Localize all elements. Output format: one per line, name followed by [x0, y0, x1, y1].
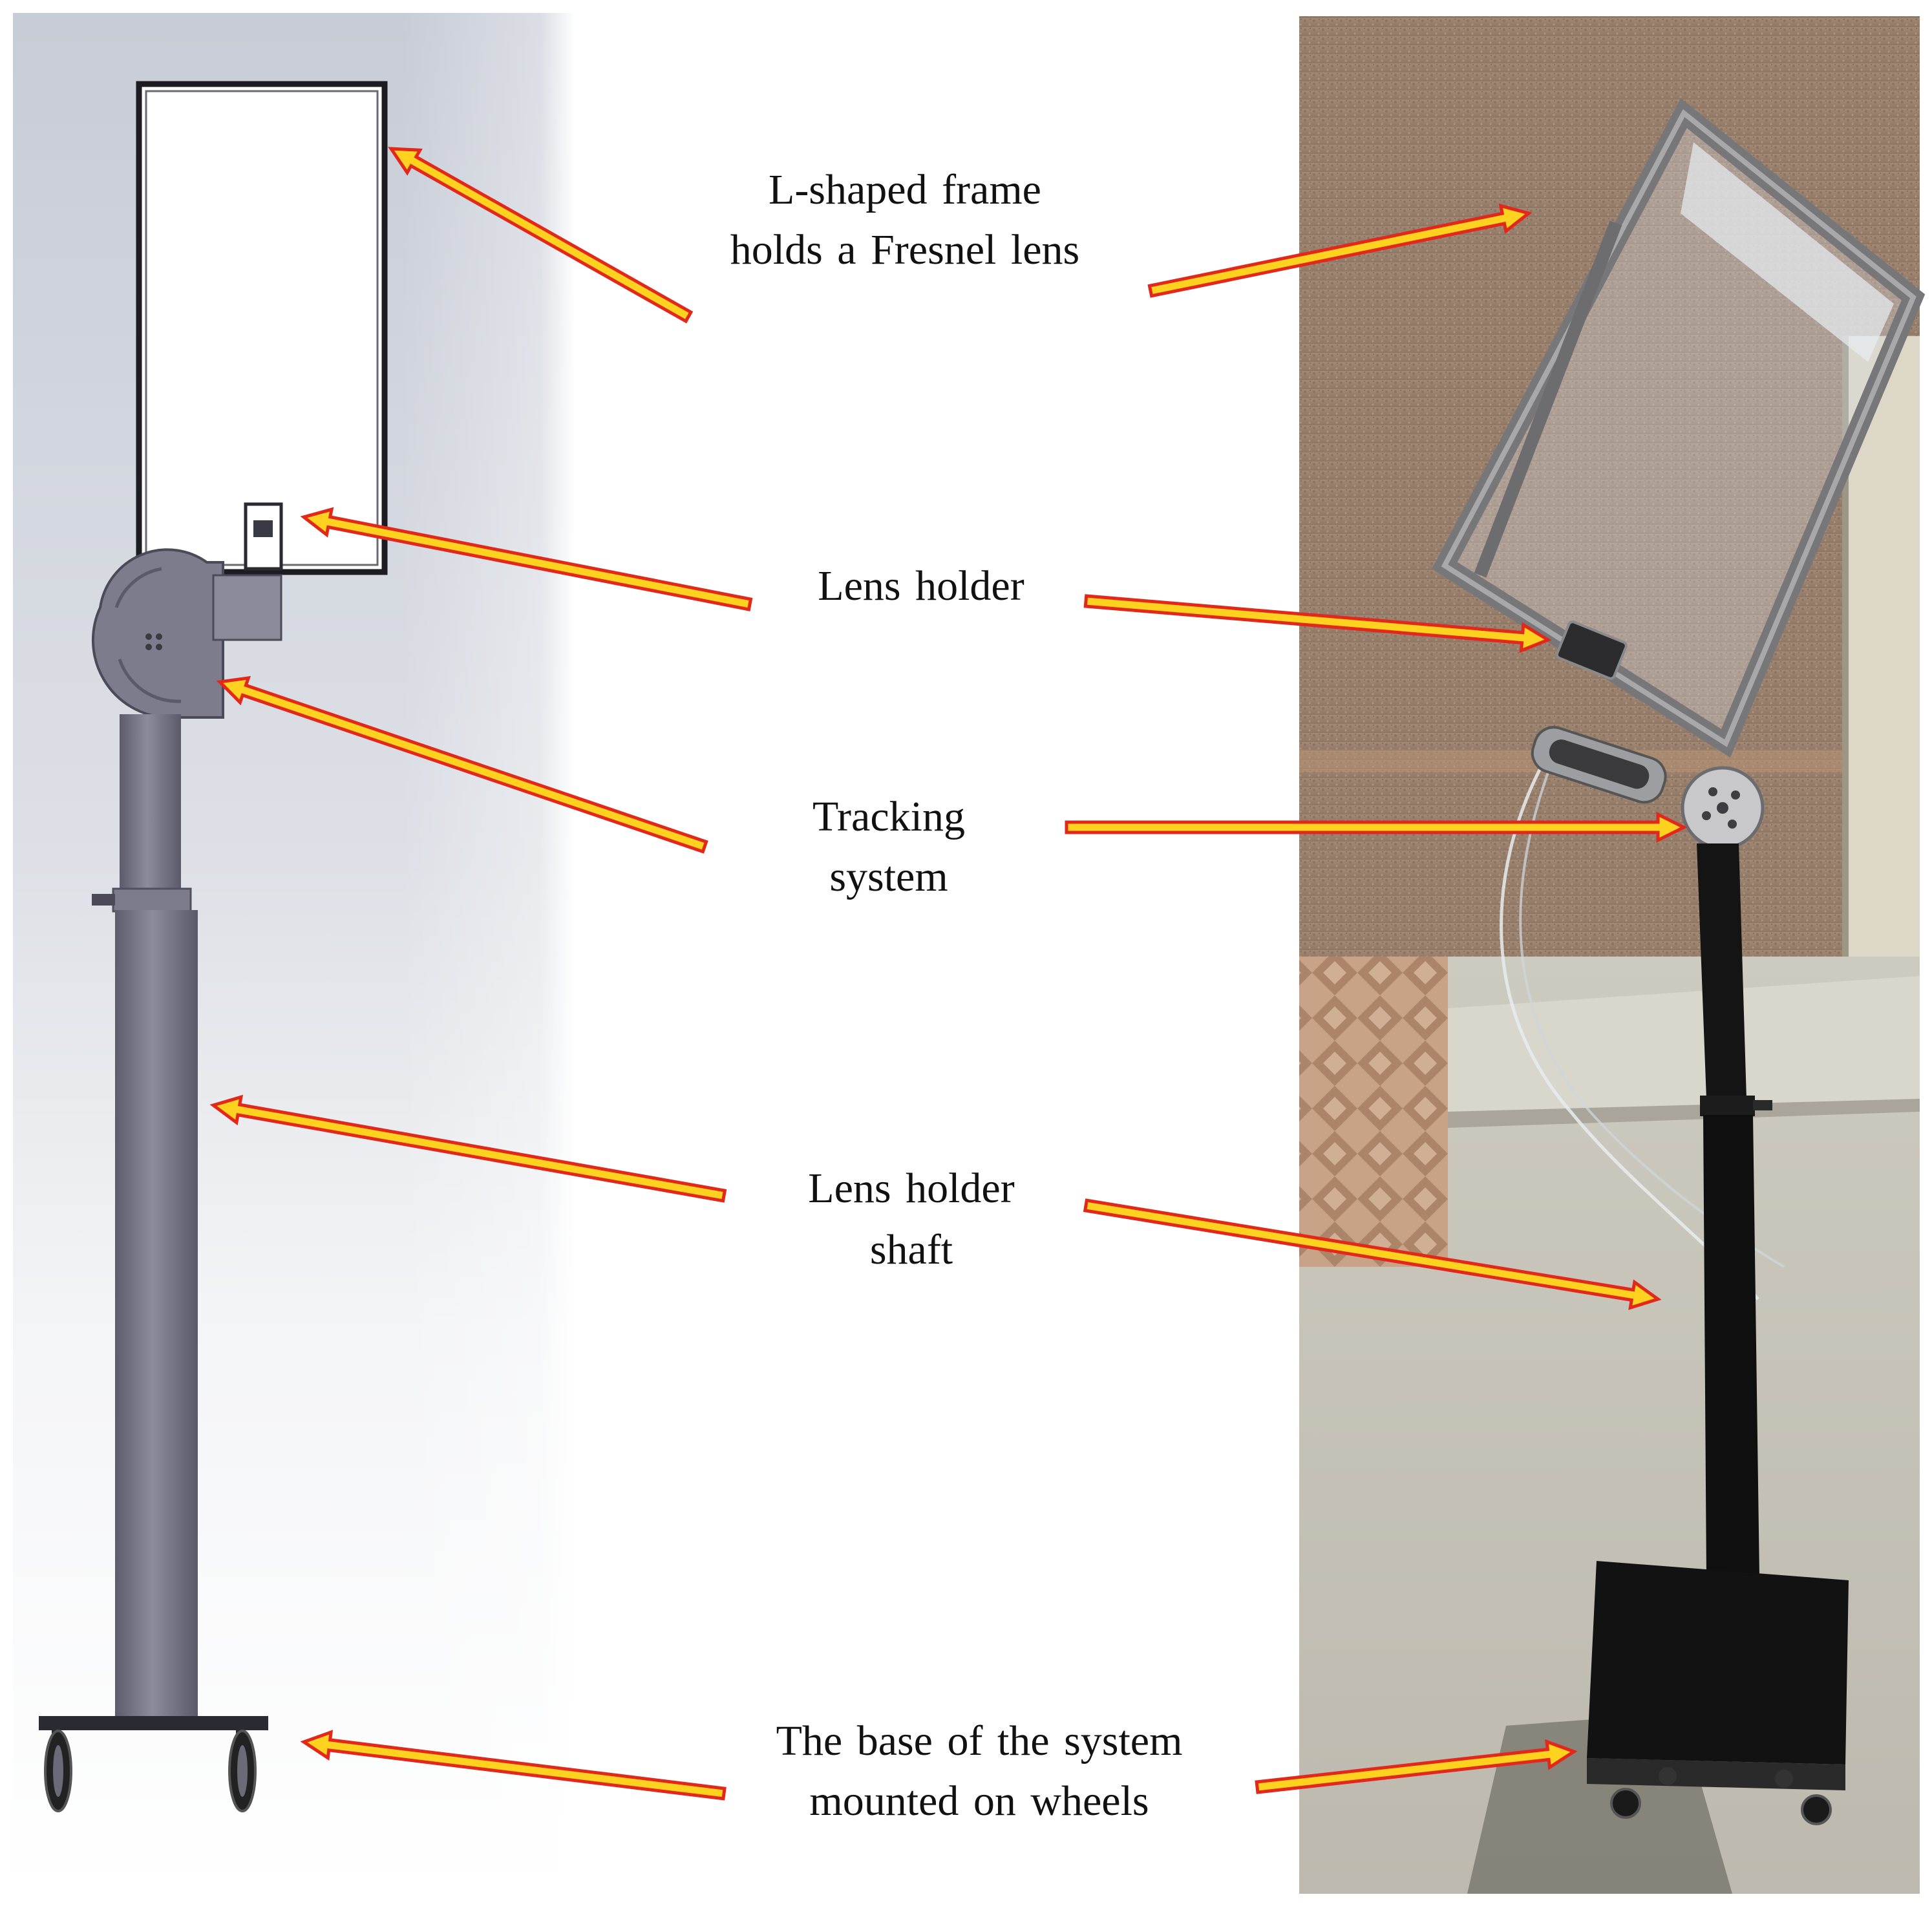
- cad-lens-holder-slot: [253, 520, 273, 537]
- cad-tracking-bracket: [212, 574, 282, 641]
- photo-lower-pole: [1703, 1115, 1759, 1577]
- photo-hub-bolts: [1702, 787, 1740, 829]
- arrow-base-left: [300, 1730, 727, 1801]
- arrow-tracking-left: [216, 675, 708, 854]
- cad-wheel-left: [44, 1730, 72, 1812]
- photo-tubing: [1500, 765, 1759, 1300]
- arrow-shaft-right: [1083, 1198, 1662, 1310]
- label-shaft-line1: Lens holder: [808, 1165, 1014, 1212]
- cad-lens-frame: [136, 81, 388, 575]
- label-base: The base of the system mounted on wheels: [776, 1717, 1183, 1825]
- label-lens-holder-line1: Lens holder: [818, 562, 1024, 610]
- photo-upper-pole: [1697, 843, 1746, 1099]
- photo-base-plate: [1587, 1561, 1849, 1765]
- photo-locking-knob: [1753, 1100, 1772, 1110]
- cad-base-bar: [39, 1716, 268, 1730]
- cad-locking-knob: [92, 894, 115, 906]
- photo-step-edge: [1448, 1099, 1920, 1128]
- arrow-tracking-right: [1065, 811, 1688, 843]
- cad-hub-bolts: [145, 633, 162, 650]
- label-frame-line2: holds a Fresnel lens: [730, 226, 1079, 273]
- photo-absorber: [1531, 726, 1667, 804]
- label-tracking: Tracking system: [812, 793, 965, 900]
- arrow-frame-right: [1147, 203, 1533, 298]
- cad-upper-shaft: [120, 714, 181, 892]
- cad-wheel-right: [228, 1730, 257, 1812]
- label-shaft-line2: shaft: [870, 1226, 953, 1273]
- label-base-line1: The base of the system: [776, 1717, 1183, 1765]
- cad-lower-shaft: [115, 910, 198, 1721]
- photo-fresnel-sheet: [1681, 142, 1894, 362]
- arrow-layer: [209, 147, 1688, 1801]
- arrow-lens-holder-right: [1083, 594, 1552, 653]
- arrow-base-right: [1255, 1739, 1578, 1794]
- photo-pole-collar: [1700, 1096, 1755, 1116]
- label-base-line2: mounted on wheels: [809, 1777, 1149, 1825]
- photo-frame-bar: [1474, 220, 1622, 578]
- photo: [1299, 16, 1926, 1894]
- label-frame-line1: L-shaped frame: [769, 166, 1041, 213]
- photo-wall: [1299, 16, 1920, 979]
- photo-lens-frame-highlight: [1441, 109, 1916, 747]
- photo-lens-holder: [1555, 620, 1628, 680]
- cad-shaft-collar: [112, 887, 192, 913]
- arrow-frame-left: [388, 147, 694, 324]
- photo-wheels: [1610, 1767, 1832, 1825]
- arrow-shaft-left: [209, 1094, 727, 1203]
- label-frame: L-shaped frame holds a Fresnel lens: [730, 166, 1079, 273]
- cad-hub-arc-bottom: [118, 659, 182, 703]
- cad-background-fade: [401, 13, 575, 1894]
- cad-render: [13, 13, 575, 1894]
- photo-door-edge: [1842, 336, 1849, 982]
- label-tracking-line1: Tracking: [812, 793, 965, 840]
- cad-hub-arc-top: [114, 567, 162, 608]
- arrow-lens-holder-left: [300, 507, 753, 611]
- label-shaft: Lens holder shaft: [808, 1165, 1014, 1273]
- label-tracking-line2: system: [829, 853, 948, 900]
- photo-paver-path: [1299, 957, 1448, 1267]
- label-lens-holder: Lens holder: [818, 562, 1024, 610]
